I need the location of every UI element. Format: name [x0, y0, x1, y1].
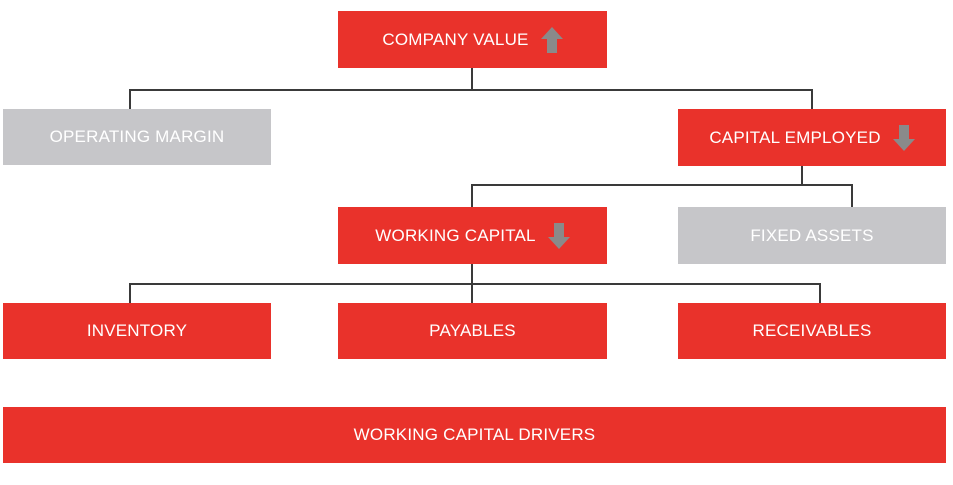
company-value-label: COMPANY VALUE [382, 29, 529, 49]
working-capital-drivers-bar: WORKING CAPITAL DRIVERS [3, 407, 946, 463]
receivables-label: RECEIVABLES [752, 321, 872, 340]
working-capital-label: WORKING CAPITAL [375, 225, 536, 245]
connector-capital-employed-right [802, 184, 853, 207]
down-arrow-icon [547, 222, 570, 249]
fixed-assets-node: FIXED ASSETS [678, 207, 946, 264]
connector-working-capital [129, 264, 473, 303]
inventory-node: INVENTORY [3, 303, 271, 359]
working-capital-node: WORKING CAPITAL [338, 207, 607, 264]
capital-employed-node: CAPITAL EMPLOYED [678, 109, 946, 166]
connector-company-value-right [472, 89, 813, 109]
fixed-assets-label: FIXED ASSETS [750, 225, 874, 245]
down-arrow-icon [892, 124, 915, 151]
inventory-label: INVENTORY [86, 321, 188, 340]
up-arrow-icon [540, 26, 563, 53]
connector-working-capital-right [472, 283, 821, 303]
connector-capital-employed [471, 166, 803, 207]
operating-margin-node: OPERATING MARGIN [3, 109, 271, 165]
capital-employed-label: CAPITAL EMPLOYED [709, 127, 881, 147]
working-capital-drivers-label: WORKING CAPITAL DRIVERS [353, 425, 596, 444]
receivables-node: RECEIVABLES [678, 303, 946, 359]
company-value-node: COMPANY VALUE [338, 11, 607, 68]
operating-margin-label: OPERATING MARGIN [49, 127, 225, 146]
payables-label: PAYABLES [429, 321, 516, 340]
connector-company-value [129, 68, 473, 109]
payables-node: PAYABLES [338, 303, 607, 359]
